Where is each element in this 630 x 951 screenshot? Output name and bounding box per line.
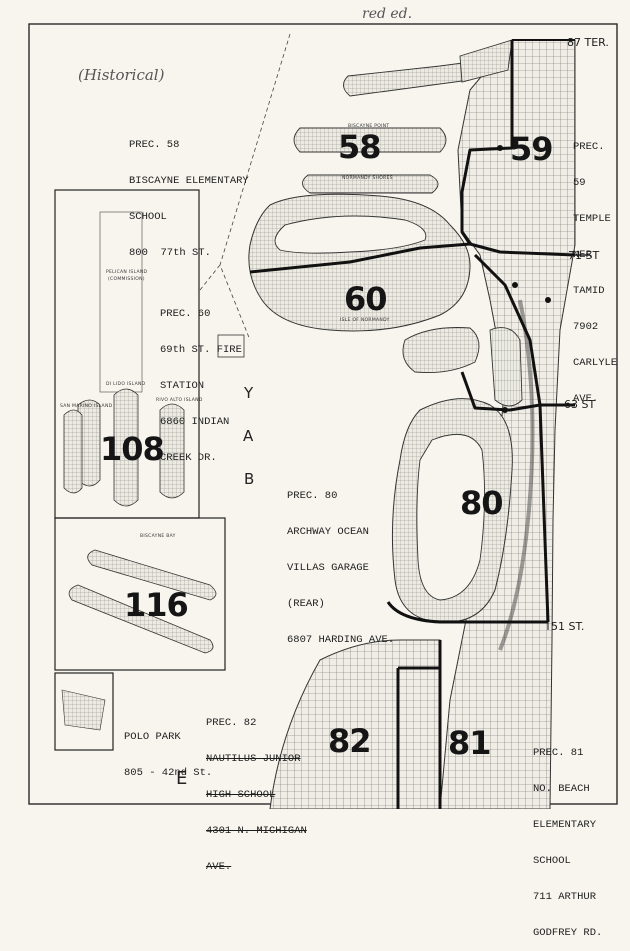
street-label-87-ter: 87 TER.	[567, 36, 609, 49]
precinct-map	[28, 23, 618, 809]
label-biscayne-point: BISCAYNE POINT	[348, 124, 390, 129]
label-isle-of-normandy: ISLE OF NORMANDY	[340, 318, 390, 323]
precinct-number-58: 58	[338, 128, 382, 166]
label-pelican-island-sub: (COMMISSION)	[108, 277, 145, 282]
precinct-boundaries	[249, 40, 576, 809]
precinct-label-81: PREC. 81 NO. BEACH ELEMENTARY SCHOOL 711…	[533, 747, 603, 939]
street-label-63-st: 63 ST	[564, 398, 596, 411]
precinct-number-80: 80	[460, 484, 504, 522]
water-label-b: B	[244, 470, 255, 488]
precinct-number-59: 59	[510, 130, 554, 168]
handwritten-note-top: red ed.	[362, 6, 413, 22]
label-pelican-island: PELICAN ISLAND	[106, 270, 148, 275]
precinct-number-82: 82	[328, 722, 372, 760]
biscayne-point-finger-1	[293, 127, 447, 153]
polo-park-label: POLO PARK 805 - 42nd St.	[124, 731, 213, 779]
handwritten-note-historical: (Historical)	[78, 66, 165, 84]
precinct-label-58: PREC. 58 BISCAYNE ELEMENTARY SCHOOL 800 …	[129, 139, 249, 259]
north-finger	[343, 61, 471, 97]
precinct-number-116: 116	[124, 586, 189, 624]
street-label-71-st: 71 ST	[568, 249, 600, 262]
indian-creek	[498, 299, 535, 651]
label-normandy-shores: NORMANDY SHORES	[342, 176, 393, 181]
precinct-label-82: PREC. 82 NAUTILUS JUNIOR HIGH SCHOOL 430…	[206, 717, 307, 873]
normandy-lagoon	[274, 215, 427, 254]
lagoon-80	[416, 433, 486, 601]
label-san-marino-island: SAN MARINO ISLAND	[60, 404, 113, 409]
label-rivo-alto-island: RIVO ALTO ISLAND	[156, 398, 203, 403]
rivo-alto-island	[159, 403, 185, 499]
precinct-label-80: PREC. 80 ARCHWAY OCEAN VILLAS GARAGE (RE…	[287, 490, 395, 646]
precinct-label-60: PREC. 60 69th ST. FIRE STATION 6860 INDI…	[160, 308, 242, 464]
fire-station-lot	[217, 334, 245, 358]
island-east-60	[402, 327, 480, 373]
di-lido-island	[113, 388, 139, 507]
precinct-number-60: 60	[344, 280, 388, 318]
polo-park-inset	[54, 672, 114, 751]
inset-116-frame	[54, 517, 226, 671]
label-biscayne-bay: BISCAYNE BAY	[140, 534, 176, 539]
precinct-number-108: 108	[100, 430, 165, 468]
bottom-letter: E	[176, 768, 188, 789]
label-di-lido-island: DI LIDO ISLAND	[106, 382, 146, 387]
biscayne-point-finger-2	[302, 174, 439, 194]
precinct-number-81: 81	[448, 724, 492, 762]
water-label-y: Y	[244, 384, 254, 402]
street-label-51-st: 51 ST.	[551, 620, 585, 633]
water-label-a: A	[243, 427, 254, 445]
city-limit-line	[199, 33, 291, 341]
precinct-label-59: PREC. 59 TEMPLE NER TAMID 7902 CARLYLE A…	[573, 141, 618, 405]
